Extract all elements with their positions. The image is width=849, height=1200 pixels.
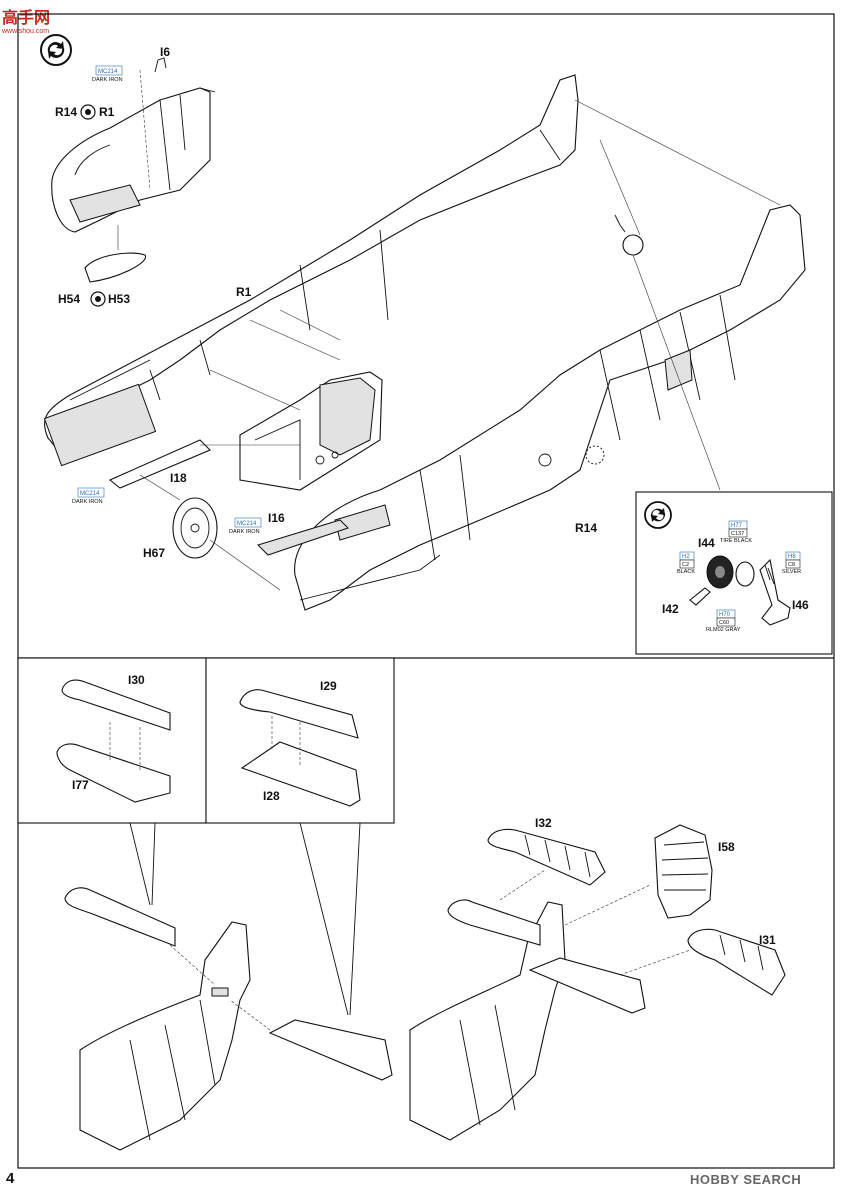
color-name-b: DARK IRON — [72, 499, 103, 505]
label-i58: I58 — [718, 840, 735, 854]
label-i77: I77 — [72, 778, 89, 792]
silver-h: H8 — [788, 554, 796, 560]
tire-h: H77 — [731, 523, 743, 529]
part-i16 — [257, 519, 349, 556]
rotate-icon — [40, 34, 72, 66]
gray-name: RLM02 GRAY — [706, 627, 741, 633]
color-code-b: MC214 — [80, 491, 100, 497]
leader-lines-step1 — [139, 99, 781, 591]
color-box-gray-c — [716, 617, 736, 627]
color-box-mc214-a — [95, 65, 123, 76]
main-fuselage — [43, 74, 579, 467]
label-i31: I31 — [759, 933, 776, 947]
tailwheel-inset — [635, 491, 833, 655]
label-r1-a: R1 — [99, 105, 115, 119]
color-name-a: DARK IRON — [92, 77, 123, 83]
gray-h: H70 — [719, 612, 731, 618]
glue-icon-dot — [85, 109, 91, 115]
label-h67: H67 — [143, 546, 165, 560]
part-i6 — [139, 57, 167, 191]
color-code-a: MC214 — [98, 69, 118, 75]
label-h54: H54 — [58, 292, 80, 306]
color-box-silver-c — [785, 559, 801, 569]
tail-right — [409, 824, 786, 1141]
tailwheel-callout — [614, 214, 644, 256]
silver-c: C8 — [788, 562, 795, 568]
silver-name: SILVER — [782, 569, 801, 575]
label-i46: I46 — [792, 598, 809, 612]
label-i32: I32 — [535, 816, 552, 830]
black-c: C2 — [682, 562, 689, 568]
glue-icon-2-dot — [95, 296, 101, 302]
color-box-black-c — [679, 559, 695, 569]
label-r14-a: R14 — [55, 105, 77, 119]
label-i28: I28 — [263, 789, 280, 803]
color-code-c: MC214 — [237, 521, 257, 527]
label-i18: I18 — [170, 471, 187, 485]
label-i6: I6 — [160, 45, 170, 59]
label-h53: H53 — [108, 292, 130, 306]
part-h67 — [172, 497, 218, 559]
label-i16: I16 — [268, 511, 285, 525]
label-i29: I29 — [320, 679, 337, 693]
elevator-inset-2 — [205, 657, 395, 824]
watermark-url: www.shou.com — [2, 28, 50, 35]
black-h: H2 — [682, 554, 690, 560]
color-box-tire-c — [728, 528, 748, 538]
left-fuselage-half — [51, 87, 216, 233]
callout-lines — [129, 822, 361, 1016]
gray-c: C60 — [719, 620, 729, 626]
label-i30: I30 — [128, 673, 145, 687]
tire-name: TIRE BLACK — [720, 538, 752, 544]
elevator-inset — [17, 657, 207, 824]
cockpit-tub — [239, 371, 383, 491]
color-name-c: DARK IRON — [229, 529, 260, 535]
color-box-mc214-b — [77, 487, 105, 498]
part-h53-h54 — [84, 225, 146, 283]
label-r1: R1 — [236, 285, 252, 299]
label-i42: I42 — [662, 602, 679, 616]
part-i18 — [108, 439, 211, 489]
label-r14: R14 — [575, 521, 597, 535]
watermark-bottom: HOBBY SEARCH — [690, 1172, 802, 1187]
tail-left — [64, 887, 393, 1151]
label-i44: I44 — [698, 536, 715, 550]
tire-c: C137 — [731, 531, 744, 537]
page-number: 4 — [6, 1170, 15, 1187]
color-box-mc214-c — [234, 517, 262, 528]
rotate-icon-inset — [644, 501, 672, 529]
page-frame — [17, 13, 835, 1169]
black-name: BLACK — [677, 569, 695, 575]
